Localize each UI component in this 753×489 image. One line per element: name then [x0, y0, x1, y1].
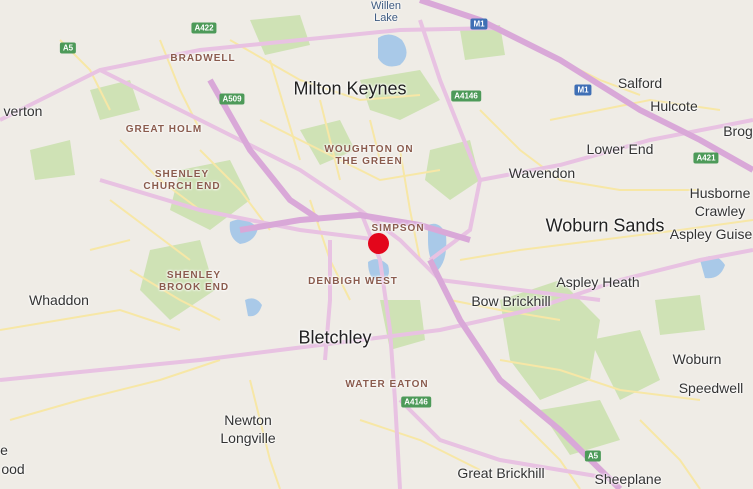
road-shield-a5-west: A5 — [59, 42, 77, 54]
road-shield-m1-east: M1 — [574, 84, 592, 96]
label-simpson: SIMPSON — [371, 223, 425, 234]
label-aspley-heath: Aspley Heath — [556, 274, 640, 290]
label-bletchley: Bletchley — [298, 327, 372, 348]
label-shenley-church-end-line2: CHURCH END — [143, 181, 221, 192]
label-shenley-church-end-line1: SHENLEY — [154, 169, 210, 180]
parks-layer — [30, 15, 705, 455]
label-bow-brickhill: Bow Brickhill — [471, 293, 551, 309]
motorways-layer — [207, 0, 753, 489]
label-verton-partial: verton — [3, 103, 43, 119]
label-e-partial: e — [0, 442, 8, 458]
label-great-brickhill: Great Brickhill — [457, 465, 545, 481]
road-shield-a421: A421 — [693, 152, 719, 164]
road-shield-a5-south: A5 — [584, 450, 602, 462]
road-shield-a422: A422 — [191, 22, 217, 34]
location-marker[interactable] — [368, 233, 389, 254]
label-aspley-guise: Aspley Guise — [669, 226, 753, 242]
label-woburn-sands: Woburn Sands — [545, 215, 665, 236]
label-wavendon: Wavendon — [508, 165, 576, 181]
label-brog-partial: Brog — [723, 123, 753, 139]
label-denbigh-west: DENBIGH WEST — [308, 276, 398, 287]
label-speedwell: Speedwell — [678, 380, 744, 396]
label-milton-keynes: Milton Keynes — [293, 78, 407, 99]
label-whaddon: Whaddon — [29, 292, 89, 308]
label-bradwell: BRADWELL — [170, 53, 236, 64]
label-newton-longville: Newton Longville — [220, 411, 275, 447]
label-woughton-line1: WOUGHTON ON — [324, 144, 414, 155]
label-ood-partial: ood — [1, 461, 25, 477]
label-shenley-brook-end: SHENLEY BROOK END — [159, 270, 229, 294]
label-newton-longville-line2: Longville — [220, 430, 276, 446]
label-willen-lake-line1: Willen — [371, 0, 401, 12]
label-great-holm: GREAT HOLM — [125, 124, 203, 135]
road-shield-m1-north: M1 — [470, 18, 488, 30]
label-lower-end: Lower End — [586, 141, 654, 157]
label-husborne-crawley-line1: Husborne — [689, 185, 751, 201]
label-water-eaton: WATER EATON — [345, 379, 429, 390]
label-shenley-church-end: SHENLEY CHURCH END — [143, 169, 220, 193]
label-hulcote: Hulcote — [650, 98, 698, 114]
road-shield-a509: A509 — [219, 93, 245, 105]
label-husborne-crawley: Husborne Crawley — [690, 184, 751, 220]
label-willen-lake: Willen Lake — [371, 0, 401, 24]
label-woburn: Woburn — [672, 351, 722, 367]
road-shield-a4146-north: A4146 — [451, 90, 481, 102]
label-husborne-crawley-line2: Crawley — [694, 203, 746, 219]
road-shield-a4146-south: A4146 — [401, 396, 431, 408]
label-newton-longville-line1: Newton — [224, 412, 272, 428]
label-willen-lake-line2: Lake — [374, 12, 398, 24]
label-woughton-on-the-green: WOUGHTON ON THE GREEN — [324, 144, 413, 168]
label-shenley-brook-end-line2: BROOK END — [158, 282, 230, 293]
label-sheeplane: Sheeplane — [594, 471, 662, 487]
label-woughton-line2: THE GREEN — [335, 156, 403, 167]
label-salford: Salford — [617, 75, 663, 91]
label-shenley-brook-end-line1: SHENLEY — [166, 270, 222, 281]
